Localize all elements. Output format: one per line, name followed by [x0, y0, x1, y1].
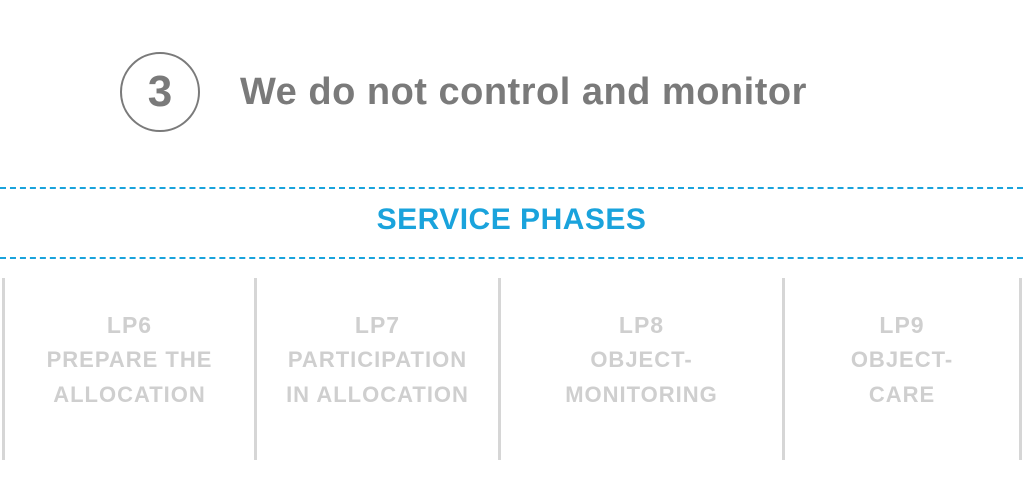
dashed-divider-bottom [0, 257, 1023, 259]
phase-label-line1: PREPARE THE [46, 347, 213, 372]
dashed-divider-top [0, 187, 1023, 189]
phase-label-line2: CARE [868, 382, 936, 407]
phase-label-line2: MONITORING [565, 382, 718, 407]
column-divider [1019, 278, 1022, 460]
phase-label-line1: OBJECT- [590, 347, 693, 372]
column-divider [254, 278, 257, 460]
phase-label-line1: OBJECT- [850, 347, 954, 372]
column-divider [498, 278, 501, 460]
phase-code: LP7 [354, 312, 401, 338]
phase-label-line2: IN ALLOCATION [286, 382, 469, 407]
phase-code: LP9 [879, 312, 925, 338]
phase-label-line2: ALLOCATION [53, 382, 206, 407]
step-number-badge: 3 [120, 52, 200, 132]
phase-lp8: LP8 OBJECT- MONITORING [501, 308, 782, 412]
phase-lp6: LP6 PREPARE THE ALLOCATION [5, 308, 254, 412]
phase-lp7: LP7 PARTICIPATION IN ALLOCATION [257, 308, 498, 412]
phase-lp9: LP9 OBJECT- CARE [785, 308, 1019, 412]
step-header: 3 We do not control and monitor [120, 52, 807, 132]
column-divider [2, 278, 5, 460]
section-title: SERVICE PHASES [376, 203, 647, 236]
phase-label-line1: PARTICIPATION [287, 347, 468, 372]
phase-code: LP6 [106, 312, 153, 338]
column-divider [782, 278, 785, 460]
step-title: We do not control and monitor [240, 70, 807, 113]
phase-code: LP8 [618, 312, 665, 338]
